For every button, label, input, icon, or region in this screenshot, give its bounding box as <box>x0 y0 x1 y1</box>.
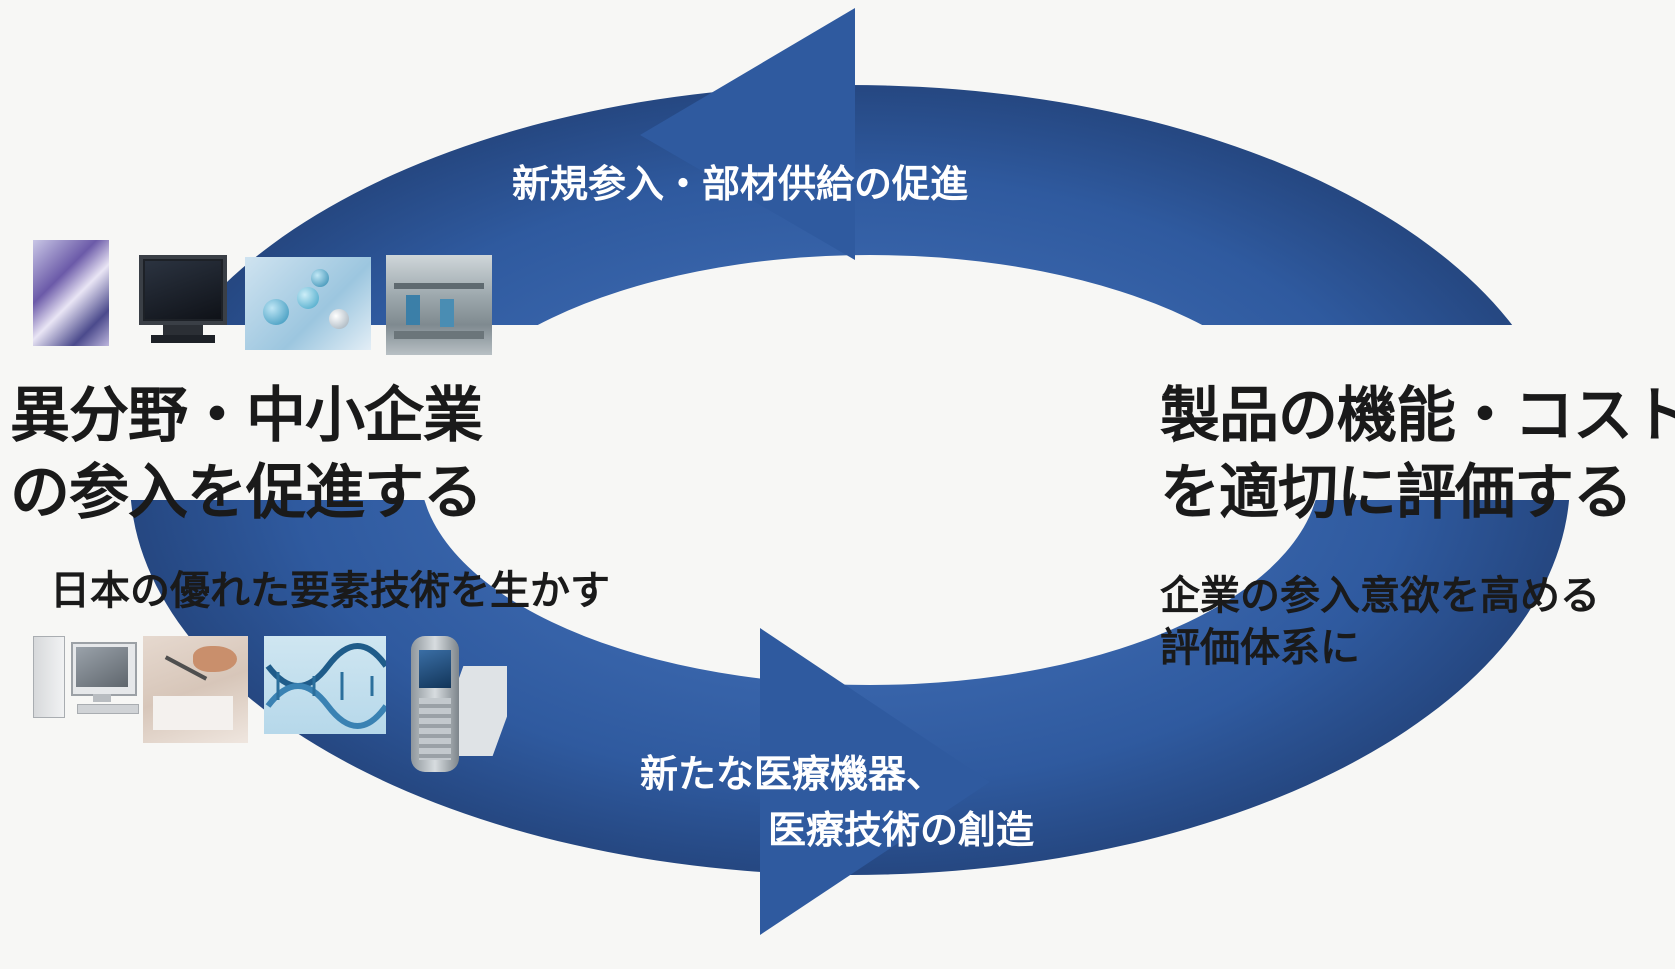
dna-helix-image <box>264 636 386 734</box>
left-heading-line2: の参入を促進する <box>10 458 483 528</box>
bottom-arrow-label-line2: 医療技術の創造 <box>768 808 1035 852</box>
right-heading-line1: 製品の機能・コスト <box>1160 381 1675 451</box>
mobile-phone <box>407 636 507 776</box>
top-arrowhead <box>640 8 855 260</box>
desktop-computer <box>33 636 143 722</box>
factory-photo <box>386 255 492 355</box>
right-subtext-line1: 企業の参入意欲を高める <box>1160 573 1600 619</box>
top-arrow-label: 新規参入・部材供給の促進 <box>512 162 969 206</box>
bottom-arrow-label-line1: 新たな医療機器、 <box>640 752 945 796</box>
ring-gap-right <box>1140 325 1620 500</box>
left-subtext: 日本の優れた要素技術を生かす <box>50 568 610 614</box>
right-subtext-line2: 評価体系に <box>1160 625 1360 671</box>
right-heading-line2: を適切に評価する <box>1160 458 1633 528</box>
left-heading-line1: 異分野・中小企業 <box>10 381 483 451</box>
components-photo <box>33 240 109 346</box>
hands-writing-photo <box>143 636 248 743</box>
flat-panel-monitor <box>133 255 233 349</box>
bottom-arrowhead <box>760 628 990 935</box>
molecule-image <box>245 257 371 350</box>
